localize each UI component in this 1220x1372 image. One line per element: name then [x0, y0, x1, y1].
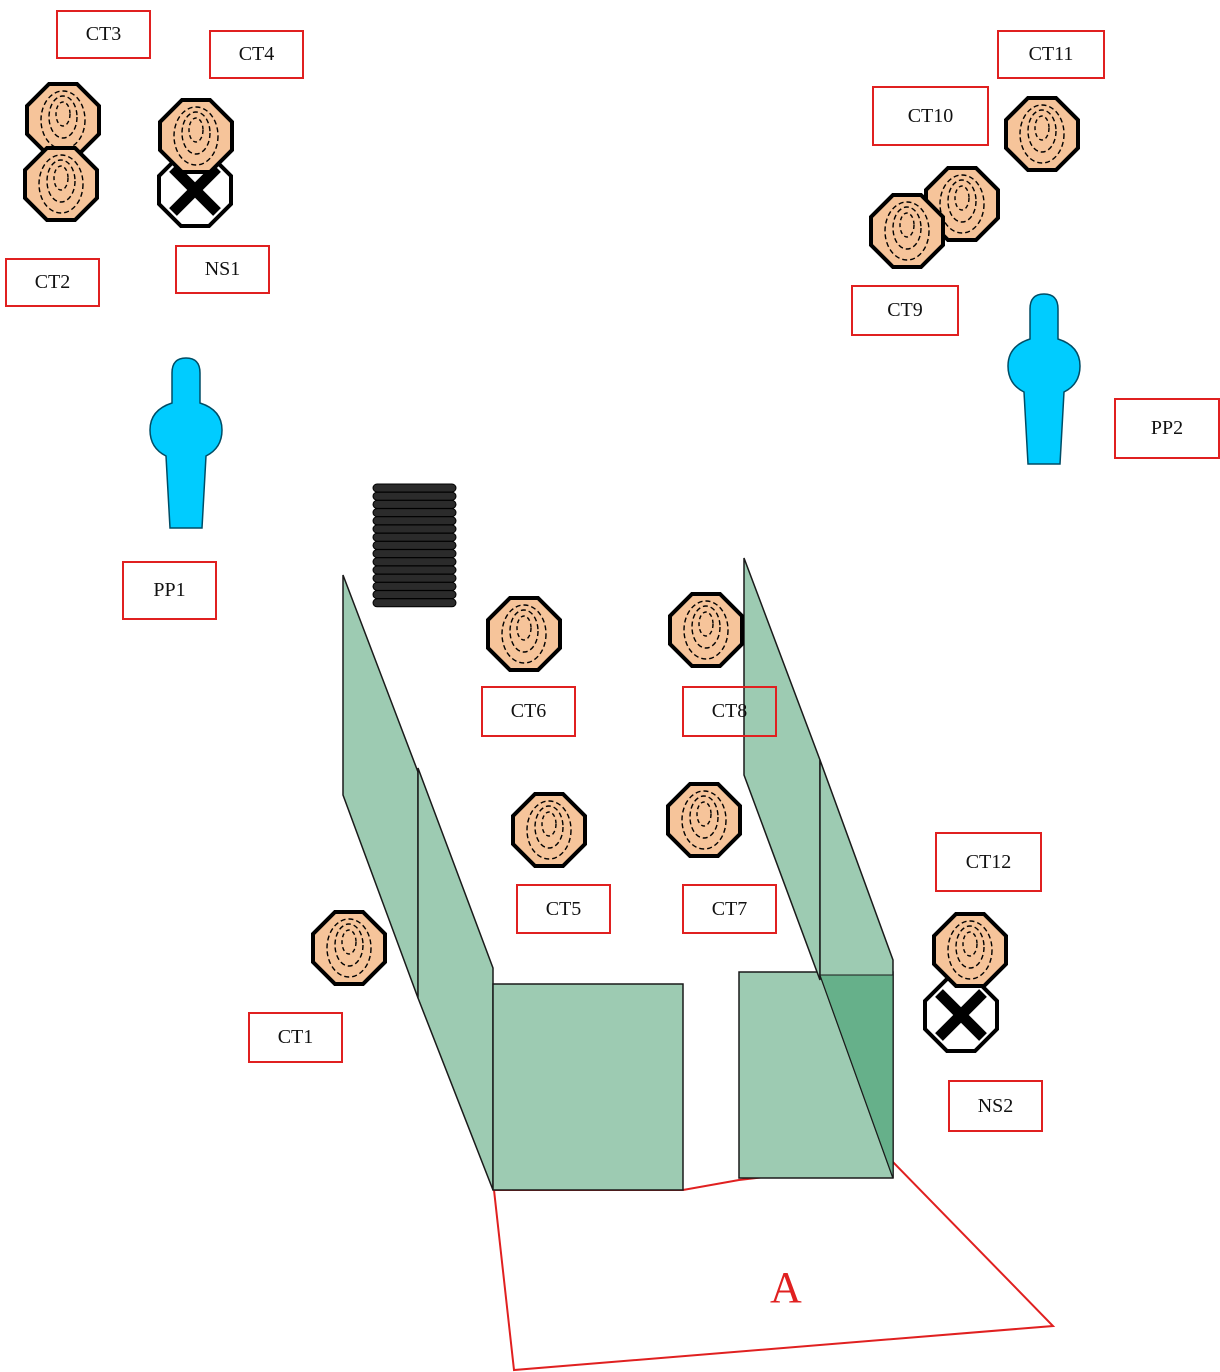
- barrel-ring: [372, 549, 457, 559]
- left-inner-wall: [417, 767, 494, 1191]
- right-outer-wall: [743, 557, 821, 981]
- label-pp1: PP1: [122, 561, 217, 620]
- target-ct12: [932, 912, 1008, 988]
- label-ct5: CT5: [516, 884, 611, 934]
- popper-pp2: [1007, 293, 1081, 465]
- label-ct8: CT8: [682, 686, 777, 737]
- barrel-ring: [372, 516, 457, 526]
- label-ct12: CT12: [935, 832, 1042, 892]
- label-ct3: CT3: [56, 10, 151, 59]
- label-pp2: PP2: [1114, 398, 1220, 459]
- barrel-ring: [372, 590, 457, 600]
- no-shoot-ns2: [925, 979, 997, 1051]
- front-left-wall: [492, 983, 684, 1191]
- label-ct7: CT7: [682, 884, 777, 934]
- barrel-ring: [372, 565, 457, 575]
- barrel-ring: [372, 491, 457, 501]
- barrel-ring: [372, 483, 457, 493]
- barrel-ring: [372, 532, 457, 542]
- label-ct9: CT9: [851, 285, 959, 336]
- label-ns2: NS2: [948, 1080, 1043, 1132]
- barrel-ring: [372, 573, 457, 583]
- popper-pp1: [149, 357, 223, 529]
- barrel-ring: [372, 581, 457, 591]
- target-ct8: [668, 592, 744, 668]
- barrel-ring: [372, 540, 457, 550]
- label-ct2: CT2: [5, 258, 100, 307]
- barrel-ring: [372, 499, 457, 509]
- area-a-label: A: [770, 1263, 802, 1312]
- target-ct6: [486, 596, 562, 672]
- label-ct4: CT4: [209, 30, 304, 79]
- target-ct11: [1004, 96, 1080, 172]
- target-ct4: [158, 98, 234, 174]
- barrel-ring: [372, 598, 457, 608]
- barrel-ring: [372, 557, 457, 567]
- target-ct7: [666, 782, 742, 858]
- label-ct1: CT1: [248, 1012, 343, 1063]
- label-ct6: CT6: [481, 686, 576, 737]
- label-ns1: NS1: [175, 245, 270, 294]
- target-ct2: [23, 146, 99, 222]
- barrel-ring: [372, 524, 457, 534]
- wall-overlap-shade: [819, 974, 894, 1179]
- target-ct9: [869, 193, 945, 269]
- barrel-ring: [372, 508, 457, 518]
- target-ct1: [311, 910, 387, 986]
- label-ct10: CT10: [872, 86, 989, 146]
- target-ct5: [511, 792, 587, 868]
- target-ct3: [25, 82, 101, 158]
- label-ct11: CT11: [997, 30, 1105, 79]
- barrel-stack-icon: [372, 483, 457, 608]
